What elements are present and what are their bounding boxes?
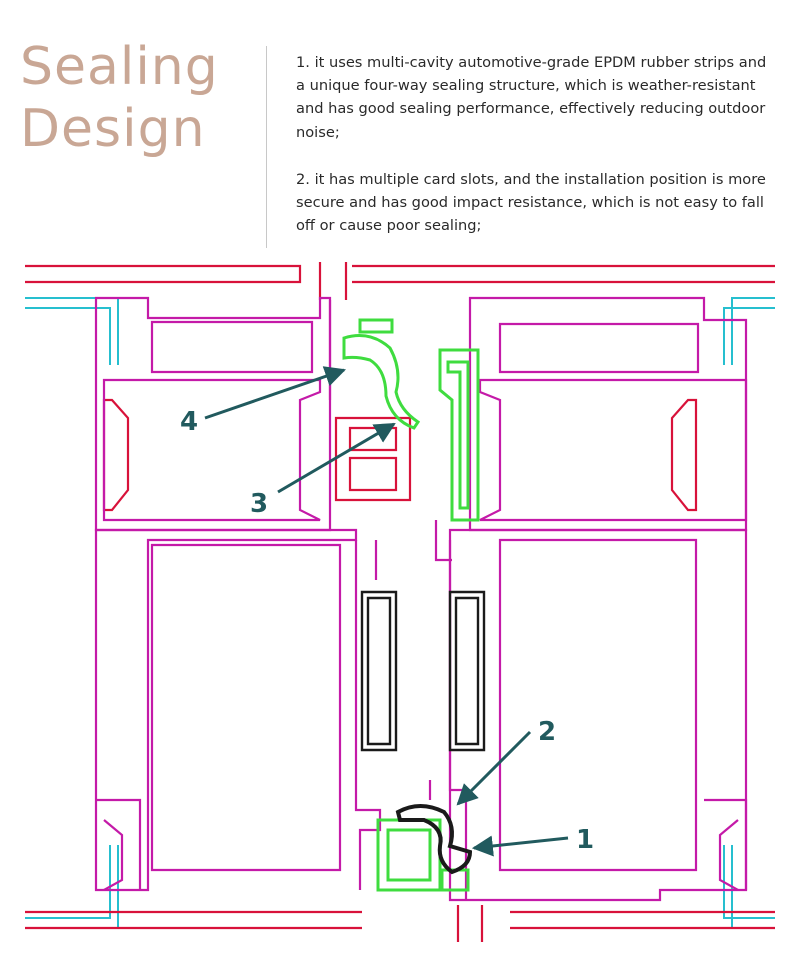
callout-label-3: 3: [250, 489, 268, 519]
callout-arrows: [204, 366, 569, 857]
arrow-2: [456, 730, 532, 806]
title-line-2: Design: [20, 99, 206, 159]
callout-label-1: 1: [576, 825, 594, 855]
outer-frame-rails: [25, 262, 775, 942]
section-title: Sealing Design: [20, 36, 219, 160]
paragraph-1: 1. it uses multi-cavity automotive-grade…: [296, 54, 767, 141]
left-sash-profile: [94, 296, 382, 892]
paragraph-2: 2. it has multiple card slots, and the i…: [296, 170, 766, 235]
arrow-3: [277, 422, 396, 494]
diagram-svg: 4 3 2 1: [25, 262, 775, 942]
black-seal-strip: [395, 804, 473, 875]
description: 1. it uses multi-cavity automotive-grade…: [296, 51, 776, 261]
glass-panes: [25, 297, 775, 929]
guide-rails: [360, 590, 486, 752]
right-sash-profile: [448, 296, 748, 902]
callout-label-2: 2: [538, 717, 556, 747]
green-seal-strips: [342, 318, 480, 892]
title-line-1: Sealing: [20, 37, 219, 97]
callout-label-4: 4: [180, 407, 198, 437]
sealing-cross-section-diagram: 4 3 2 1: [0, 250, 800, 977]
arrow-1: [471, 835, 569, 857]
vertical-divider: [266, 46, 267, 248]
arrow-4: [204, 366, 346, 420]
